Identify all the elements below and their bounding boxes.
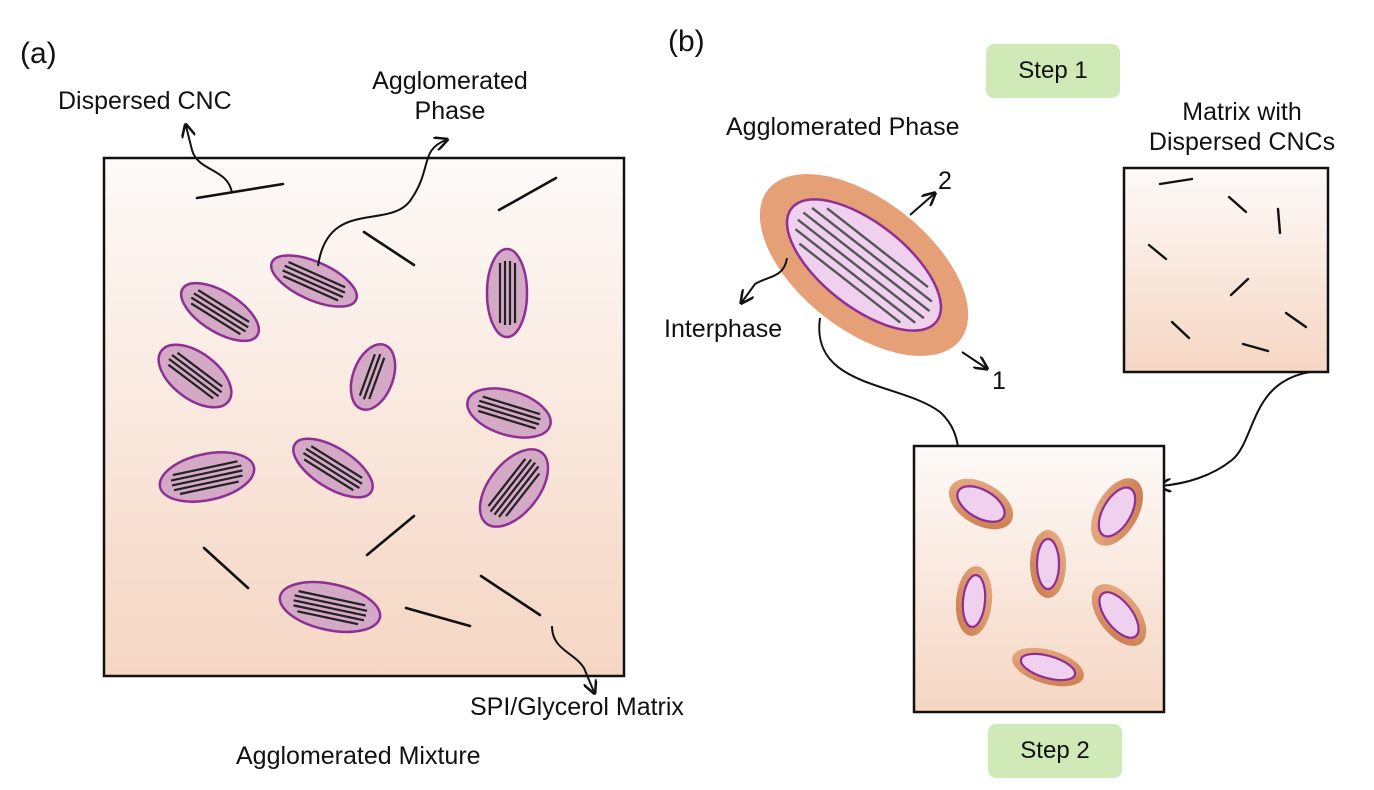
- cnc-rod: [1158, 177, 1194, 186]
- matrix-line1: Matrix with: [1182, 98, 1302, 126]
- agglomerate: [278, 580, 382, 634]
- cnc-rod: [362, 230, 416, 267]
- coated-particle: [1091, 478, 1143, 546]
- agglomerate: [485, 247, 529, 339]
- agglomerate: [157, 343, 233, 409]
- agglomerated-phase-line1: Agglomerated: [372, 67, 528, 95]
- panel-a-caption: Agglomerated Mixture: [236, 742, 481, 770]
- step2-badge: Step 2: [988, 724, 1122, 778]
- matrix-leader: [551, 625, 594, 692]
- matrix-dispersed-cncs-box: [1122, 166, 1330, 374]
- agglomerate: [292, 437, 374, 499]
- agglomerated-phase-large: [759, 174, 969, 356]
- cnc-rod: [202, 546, 250, 590]
- cnc-rod: [1241, 342, 1270, 353]
- agglomerate: [270, 254, 358, 308]
- agglomerated-phase-leader: [317, 140, 446, 267]
- agglomerate: [349, 343, 397, 411]
- dispersed-cnc-leader: [186, 126, 233, 194]
- panel-b-tag: (b): [668, 25, 705, 58]
- cnc-rod: [1227, 195, 1248, 214]
- coated-particle: [1091, 584, 1147, 646]
- agglomerate: [478, 448, 550, 528]
- cnc-rod: [1147, 243, 1168, 261]
- matrix-to-step2-arrow: [1160, 371, 1311, 486]
- arrow-1: [961, 351, 986, 368]
- agglomerate: [179, 281, 261, 343]
- agglomerated-phase-label-b: Agglomerated Phase: [726, 113, 960, 141]
- interphase-leader: [742, 257, 788, 302]
- dispersed-cnc-label: Dispersed CNC: [58, 87, 232, 115]
- coated-particle: [1030, 530, 1066, 598]
- agglomerated-phase-label-a: Agglomerated Phase: [350, 66, 550, 126]
- marker-1: 1: [992, 367, 1006, 395]
- interphase-label: Interphase: [664, 315, 783, 343]
- coated-particle: [1012, 647, 1084, 687]
- matrix-line2: Dispersed CNCs: [1148, 128, 1336, 156]
- agglomerated-phase-line2: Phase: [414, 97, 486, 125]
- cnc-rod: [1276, 207, 1282, 235]
- cnc-rod: [1284, 311, 1308, 329]
- coated-particle: [948, 478, 1014, 530]
- marker-2: 2: [938, 167, 952, 195]
- cnc-rod: [1229, 277, 1250, 297]
- agglomerated-to-step2-arrow: [818, 317, 958, 468]
- panel-b: [728, 166, 1330, 714]
- cnc-rod: [404, 606, 472, 628]
- cnc-rod: [195, 182, 285, 200]
- matrix-label: SPI/Glycerol Matrix: [470, 693, 684, 721]
- agglomerate-core: [785, 198, 943, 332]
- panel-a-tag: (a): [20, 37, 57, 70]
- panel-a: [102, 126, 626, 692]
- coated-particle: [955, 566, 993, 636]
- cnc-rod: [365, 514, 416, 557]
- cnc-rod: [497, 176, 558, 212]
- matrix-dispersed-cncs-label: Matrix with Dispersed CNCs: [1122, 97, 1362, 157]
- cnc-rod: [479, 574, 542, 617]
- agglomerate: [466, 387, 552, 439]
- cnc-rod: [1170, 320, 1191, 340]
- agglomerate: [158, 451, 256, 503]
- dispersed-cnc-rods: [195, 176, 558, 628]
- arrow-2: [909, 194, 934, 216]
- step1-badge: Step 1: [986, 44, 1120, 98]
